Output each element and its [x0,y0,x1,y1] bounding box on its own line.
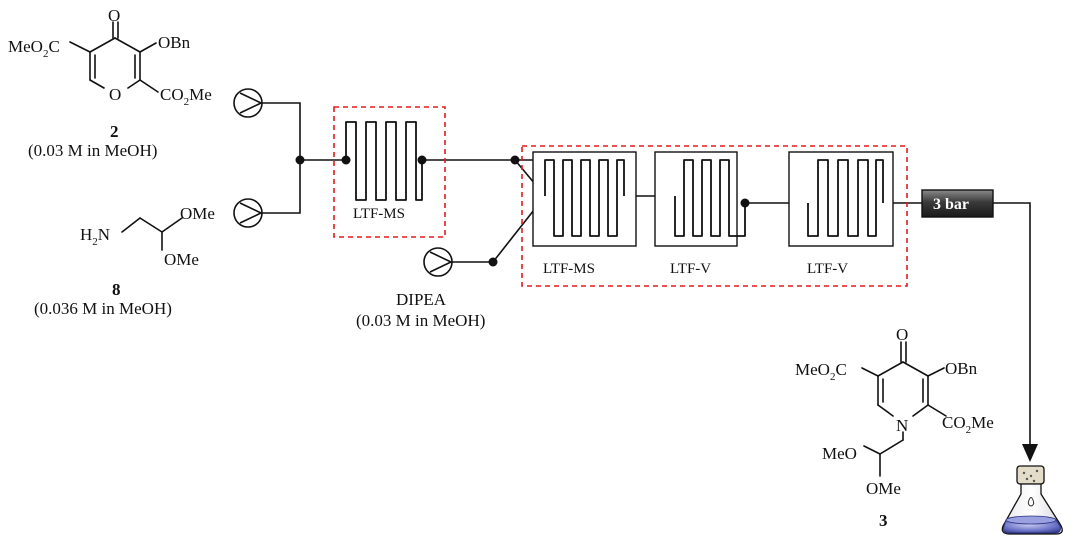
collection-flask-icon [1001,465,1063,535]
reactor-1-outline [333,106,446,238]
dipea-concentration: (0.03 M in MeOH) [356,311,485,330]
product-ome: OMe [866,479,901,498]
compound-2-concentration: (0.03 M in MeOH) [28,141,157,160]
compound-3-structure [861,341,947,477]
dipea-label: DIPEA [396,290,447,309]
amine-h2n: H2N [80,225,110,248]
compound-2-structure [69,21,159,93]
product-ester-right: CO2Me [942,413,994,436]
reactor-module-2-label: LTF-V [670,261,711,277]
amine-ome-bottom: OMe [164,250,199,269]
reactor-module-3-label: LTF-V [807,261,848,277]
tubing-lines [262,102,1031,452]
reactor-module-3-coil [807,159,884,237]
pyranone-ring-o: O [109,85,121,104]
pyranone-ester-right: CO2Me [160,85,212,108]
pyranone-carbonyl-o: O [108,6,120,25]
product-ester-left: MeO2C [795,360,847,383]
product-carbonyl-o: O [896,325,908,344]
compound-8-structure [121,217,183,251]
reactor-module-3 [788,151,894,247]
reactor-1-label: LTF-MS [353,206,405,222]
pump-1-icon [233,88,263,118]
product-obn: OBn [945,359,978,378]
compound-2-number: 2 [110,122,119,141]
flow-arrow-icon [1022,444,1038,462]
compound-8-concentration: (0.036 M in MeOH) [34,299,172,318]
reactor-module-1 [532,151,637,247]
reactor-1-coil [345,121,423,201]
amine-ome-top: OMe [180,204,215,223]
product-meo: MeO [822,444,857,463]
reactor-chain-outline [521,145,908,287]
pressure-regulator-label: 3 bar [933,196,969,213]
compound-8-number: 8 [112,280,121,299]
reactor-module-2 [654,151,738,247]
pyranone-ester-left: MeO2C [8,37,60,60]
pump-2-icon [233,198,263,228]
reactor-module-1-coil [544,159,625,237]
compound-3-number: 3 [879,511,888,530]
pump-3-icon [423,247,453,277]
pressure-regulator: 3 bar [921,189,994,218]
reactor-module-1-label: LTF-MS [543,261,595,277]
product-ring-n: N [896,416,908,435]
reactor-module-2-coil [674,159,746,237]
pyranone-obn: OBn [158,33,191,52]
